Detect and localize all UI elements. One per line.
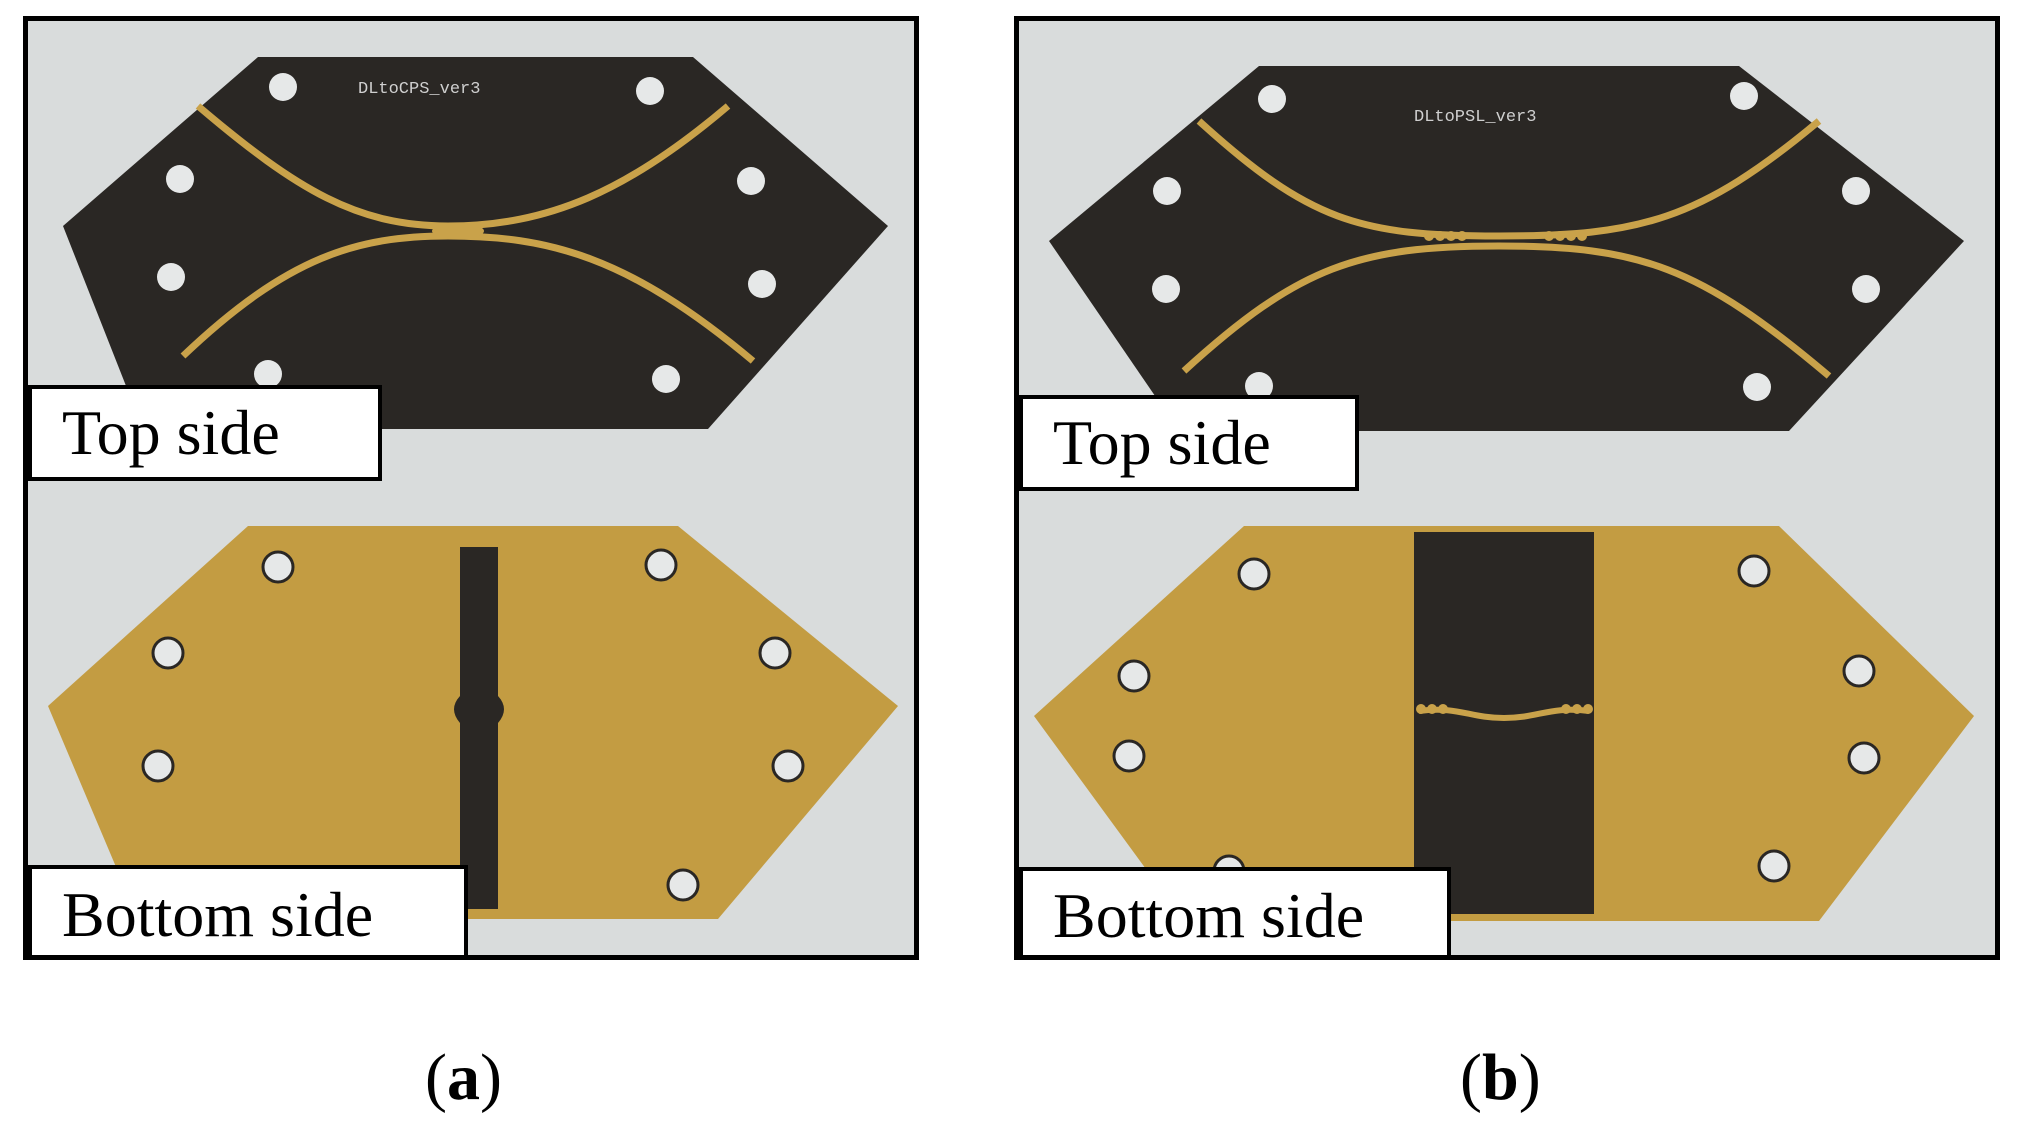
panel-b: DLtoPSL_ver3 Top side Bottom side xyxy=(1014,16,2000,960)
trace-upper xyxy=(1196,118,1822,240)
board-marking: DLtoCPS_ver3 xyxy=(358,80,480,99)
transition-pads xyxy=(1424,231,1587,241)
top-side-board: DLtoCPS_ver3 xyxy=(28,21,914,491)
ground-cutout xyxy=(1414,532,1594,914)
bottom-side-label: Bottom side xyxy=(28,865,468,955)
bottom-trace xyxy=(1418,706,1590,722)
caption-a-letter: a xyxy=(446,1041,480,1114)
board-marking: DLtoPSL_ver3 xyxy=(1414,108,1536,127)
top-side-photo: DLtoPSL_ver3 xyxy=(1019,21,1995,496)
panel-a: DLtoCPS_ver3 Top side Bottom side xyxy=(23,16,919,960)
mounting-holes-bottom xyxy=(1112,554,1881,888)
bottom-side-label: Bottom side xyxy=(1019,867,1451,955)
caption-b: (b) xyxy=(1460,1041,1541,1114)
top-side-label: Top side xyxy=(28,385,382,481)
substrate-top xyxy=(63,57,888,429)
bottom-side-board xyxy=(1019,496,1995,955)
caption-a: (a) xyxy=(425,1041,502,1114)
top-side-label: Top side xyxy=(1019,395,1359,491)
bottom-pads xyxy=(1416,704,1593,714)
trace-lower xyxy=(1181,242,1832,379)
top-side-board: DLtoPSL_ver3 xyxy=(1019,21,1995,496)
transition-pad xyxy=(432,223,484,239)
mounting-holes xyxy=(157,73,776,393)
caption-b-letter: b xyxy=(1481,1041,1519,1114)
mounting-holes xyxy=(1152,82,1880,401)
top-side-photo: DLtoCPS_ver3 xyxy=(28,21,914,491)
bottom-side-photo xyxy=(1019,496,1995,955)
ground-slot xyxy=(454,547,504,909)
